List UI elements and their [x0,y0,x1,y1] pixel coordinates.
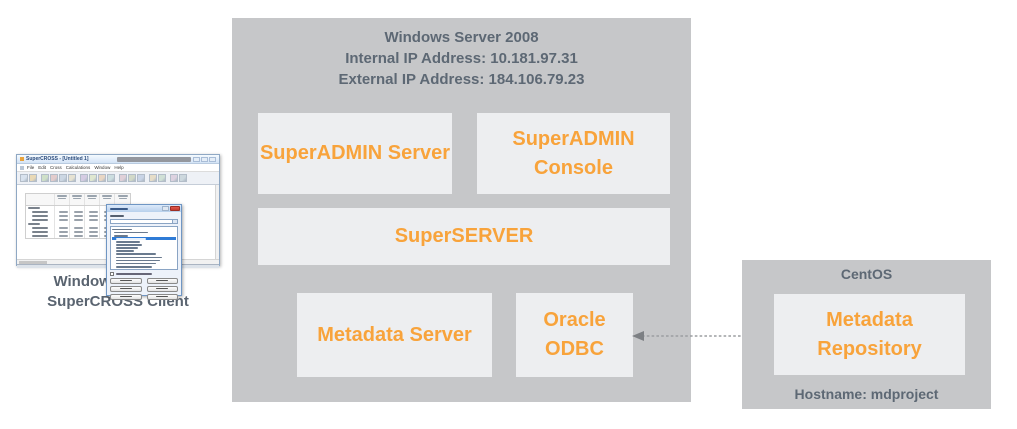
toolbar-icon [128,174,136,182]
close-icon [209,156,216,162]
supercross-screenshot-thumbnail: SuperCROSS - [Untitled 1] File Edit Cros… [16,154,220,300]
dialog-button [146,277,178,284]
table-header-cell [70,194,86,205]
metadata-repository-label: Metadata Repository [817,308,922,360]
dialog-list-item [112,253,176,256]
titlebar-band [117,157,191,162]
toolbar-icon [98,174,106,182]
document-icon [20,165,24,170]
dialog-buttons [110,277,178,300]
metadata-repository-box: Metadata Repository [774,294,965,375]
superadmin-console-label: SuperADMIN Console [512,127,635,179]
mini-window-toolbar [17,172,219,185]
dialog-button [110,277,142,284]
toolbar-icon [29,174,37,182]
menu-window: Window [94,165,111,170]
external-ip-label: External IP Address: 184.106.79.23 [338,71,585,88]
dialog-list-item [112,265,176,268]
mini-window-titlebar: SuperCROSS - [Untitled 1] [17,155,219,164]
menu-calculations: Calculations [65,165,91,170]
dialog-list-item [112,247,176,250]
dialog-list-item [112,240,176,243]
toolbar-icon [119,174,127,182]
superadmin-server-label: SuperADMIN Server [259,142,451,164]
oracle-odbc-box: Oracle ODBC [516,293,633,377]
toolbar-icon [68,174,76,182]
toolbar-icon [179,174,187,182]
dialog-body [107,212,181,302]
table-header-cell [26,194,56,205]
dialog-help-icon [162,206,169,211]
toolbar-icon [137,174,145,182]
mini-window-title: SuperCROSS - [Untitled 1] [26,156,89,162]
dialog-list-item [112,231,176,234]
scroll-thumb [19,261,47,264]
maximize-icon [201,156,208,162]
metadata-server-label: Metadata Server [317,323,472,346]
dialog-button [146,285,178,292]
menu-cross: Cross [50,165,62,170]
table-header-cell [100,194,116,205]
toolbar-icon [89,174,97,182]
windows-server-container: Windows Server 2008 Internal IP Address:… [232,18,691,402]
dialog-list-item [112,259,176,262]
windows-server-title: Windows Server 2008 [384,29,539,46]
dialog-checkbox-row [110,272,178,276]
dialog-list [110,226,178,270]
toolbar-icon [149,174,157,182]
dialog-label [110,215,124,217]
table-header-cell [115,194,130,205]
table-header-cell [55,194,71,205]
dialog-dropdown [110,219,178,224]
dialog-list-item [112,250,176,253]
dialog-list-item [112,237,176,241]
arrowhead-left-icon [632,331,644,341]
centos-container: CentOS Metadata Repository Hostname: mdp… [742,260,991,409]
app-icon [20,157,24,161]
dialog-title-text [110,207,128,210]
toolbar-icon [107,174,115,182]
toolbar-icon [50,174,58,182]
dialog-list-item [112,228,176,231]
dialog-close-icon [170,206,180,211]
checkbox-icon [110,272,114,276]
superadmin-server-box: SuperADMIN Server [258,113,452,194]
toolbar-icon [170,174,178,182]
toolbar-icon [80,174,88,182]
menu-file: File [27,165,35,170]
table-header-cell [85,194,101,205]
dialog-titlebar [107,205,181,212]
internal-ip-label: Internal IP Address: 10.181.97.31 [345,50,578,67]
window-controls [193,156,217,162]
dialog-list-item [112,256,176,259]
toolbar-icon [158,174,166,182]
fields-dialog [106,204,182,300]
chevron-down-icon [172,220,177,223]
oracle-odbc-label: Oracle ODBC [543,309,606,360]
dialog-list-item [112,268,176,269]
toolbar-icon [41,174,49,182]
toolbar-icon [59,174,67,182]
dialog-list-item [112,262,176,265]
superserver-label: SuperSERVER [394,225,534,247]
dialog-button [110,293,142,300]
superserver-box: SuperSERVER [258,208,670,265]
centos-hostname: Hostname: mdproject [794,386,939,402]
dialog-button [110,285,142,292]
dialog-list-item [112,243,176,246]
vertical-scrollbar [215,185,219,259]
centos-title: CentOS [840,266,893,282]
menu-edit: Edit [38,165,47,170]
superadmin-console-box: SuperADMIN Console [477,113,670,194]
dialog-button [146,293,178,300]
menu-help: Help [114,165,124,170]
minimize-icon [193,156,200,162]
checkbox-label [115,272,152,275]
dialog-list-item [112,234,176,237]
mini-window-menubar: File Edit Cross Calculations Window Help [17,164,219,172]
mini-window-content [17,185,219,300]
windows-server-header: Windows Server 2008 Internal IP Address:… [232,27,691,90]
toolbar-icon [20,174,28,182]
metadata-server-box: Metadata Server [297,293,492,377]
